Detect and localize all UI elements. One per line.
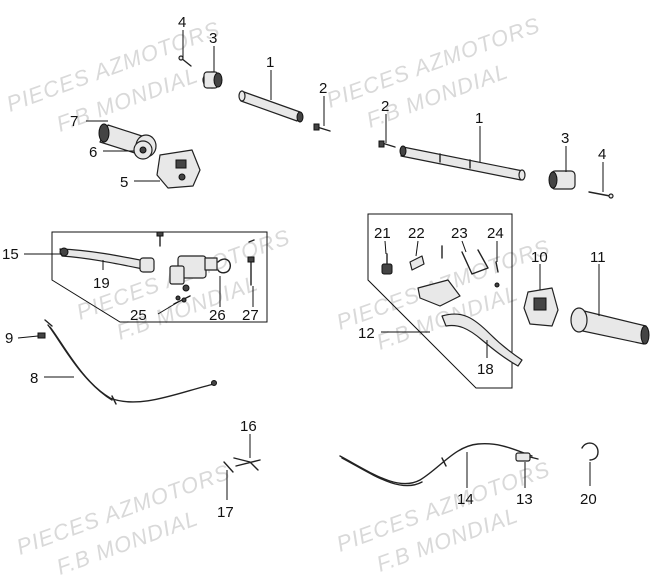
- handlebar-tube-left: [238, 90, 304, 123]
- callout-16: 16: [240, 418, 257, 435]
- callout-13: 13: [516, 491, 533, 508]
- callout-17: 17: [217, 504, 234, 521]
- callout-14: 14: [457, 491, 474, 508]
- callout-5: 5: [120, 174, 128, 191]
- callout-labels: 4 3 1 2 7 6 5 2 1 3 4 15 19 25 26 27 9 8…: [2, 14, 606, 521]
- brake-lever-left: [59, 247, 155, 273]
- callout-25: 25: [130, 307, 147, 324]
- pin-part-right: [588, 191, 614, 199]
- clamp-part-26: [217, 258, 232, 274]
- clip-part-16: [233, 457, 261, 471]
- callout-1: 1: [475, 110, 483, 127]
- pin-part-17: [223, 461, 234, 473]
- circlip-part-20: [581, 442, 599, 461]
- screw-part-24: [494, 261, 500, 288]
- callout-3: 3: [209, 30, 217, 47]
- callout-4: 4: [178, 14, 186, 31]
- callout-24: 24: [487, 225, 504, 242]
- callout-19: 19: [93, 275, 110, 292]
- callout-11: 11: [590, 249, 606, 266]
- callout-1: 1: [266, 54, 274, 71]
- callout-9: 9: [5, 330, 13, 347]
- handlebar-tube-right: [399, 145, 526, 181]
- callout-2: 2: [319, 80, 327, 97]
- bracket-part-23: [441, 245, 489, 275]
- callout-23: 23: [451, 225, 468, 242]
- callout-21: 21: [374, 225, 391, 242]
- callout-26: 26: [209, 307, 226, 324]
- callout-12: 12: [358, 325, 375, 342]
- cable-adjuster-13: [515, 452, 539, 462]
- throttle-collar: [133, 140, 153, 160]
- callout-10: 10: [531, 249, 548, 266]
- screw-part-right: [378, 140, 396, 148]
- lever-assembly-right-frame: [367, 213, 513, 389]
- callout-7: 7: [70, 113, 78, 130]
- bar-end-weight-right: [548, 170, 576, 190]
- reservoir-bolt: [156, 231, 164, 247]
- switch-housing-right: [523, 287, 559, 327]
- bolt-part-22: [409, 255, 425, 271]
- master-cylinder: [169, 255, 218, 292]
- lever-bracket: [417, 279, 461, 307]
- callout-15: 15: [2, 246, 19, 263]
- callout-22: 22: [408, 225, 425, 242]
- callout-4: 4: [598, 146, 606, 163]
- lever-assembly-left-frame: [51, 231, 268, 323]
- callout-18: 18: [477, 361, 494, 378]
- callout-8: 8: [30, 370, 38, 387]
- leader-lines: [17, 30, 604, 500]
- bolt-part-27: [247, 239, 255, 286]
- clutch-lever-right: [441, 313, 523, 367]
- callout-27: 27: [242, 307, 259, 324]
- bolt-part-21: [381, 253, 393, 275]
- throttle-cable: [339, 442, 533, 487]
- switch-housing-left: [156, 149, 201, 189]
- callout-20: 20: [580, 491, 597, 508]
- cable-clip-9: [37, 319, 53, 339]
- callout-6: 6: [89, 144, 97, 161]
- clutch-cable: [47, 324, 217, 405]
- callout-2: 2: [381, 98, 389, 115]
- bar-end-weight-left: [202, 71, 223, 89]
- screw-part-left: [313, 123, 331, 132]
- right-handlebar-grip: [570, 307, 650, 345]
- callout-3: 3: [561, 130, 569, 147]
